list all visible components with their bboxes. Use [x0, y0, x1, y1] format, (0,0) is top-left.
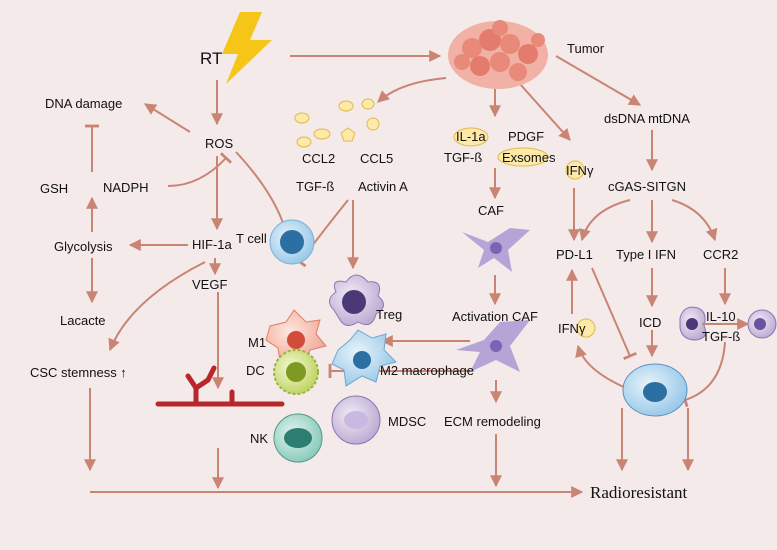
tgfb-right-label: TGF-ß	[702, 329, 741, 344]
cgas-label: cGAS-SITGN	[608, 179, 687, 194]
mdsc-label: MDSC	[388, 414, 427, 429]
blood-vessel-icon	[155, 365, 285, 407]
csc-label: CSC stemness ↑	[30, 365, 127, 380]
mdsc-cell-icon	[331, 395, 381, 445]
il10-label: IL-10	[706, 309, 736, 324]
treg-label: Treg	[376, 307, 403, 322]
arrow-tumor-chemokines	[377, 77, 447, 103]
chemokine-particles	[294, 98, 380, 148]
tgfb-mid-label: TGF-ß	[444, 150, 483, 165]
arrow-ros-dna	[143, 103, 191, 133]
dna-damage-label: DNA damage	[45, 96, 123, 111]
arrows	[84, 50, 731, 498]
tcell-label: T cell	[236, 231, 267, 246]
tcell-icon	[269, 219, 315, 265]
arrow-tumor-ifng	[519, 83, 571, 141]
dc-cell-icon	[273, 349, 319, 395]
lacacte-label: Lacacte	[60, 313, 106, 328]
m1-label: M1	[248, 335, 267, 350]
nk-label: NK	[250, 431, 269, 446]
ecm-label: ECM remodeling	[444, 414, 541, 429]
ccl5-label: CCL5	[360, 151, 394, 166]
m2-macrophage-icon	[331, 329, 397, 387]
caf-label: CAF	[478, 203, 504, 218]
ifng-ovals	[453, 127, 596, 338]
ifng-top-label: IFNγ	[566, 163, 594, 178]
vegf-label: VEGF	[192, 277, 228, 292]
arrow-cgas-ccr2	[671, 199, 718, 242]
gsh-label: GSH	[40, 181, 69, 196]
nadph-label: NADPH	[103, 180, 149, 195]
ros-label: ROS	[205, 136, 234, 151]
tumor-label: Tumor	[567, 41, 605, 56]
activin-label: Activin A	[358, 179, 408, 194]
pdl1-label: PD-L1	[556, 247, 593, 262]
tumor-cell-icon	[622, 363, 688, 417]
arrow-tumorcell-ifng	[575, 344, 627, 389]
ccl2-label: CCL2	[302, 151, 336, 166]
icd-label: ICD	[639, 315, 662, 330]
m1-macrophage-icon	[265, 309, 327, 365]
caf-cell-icon	[462, 228, 530, 272]
tgfb-left-label: TGF-ß	[296, 179, 335, 194]
inhibit-il10-tumorcell	[681, 341, 726, 408]
il10-cell-left-icon	[679, 306, 707, 341]
radioresistant-label: Radioresistant	[590, 483, 688, 502]
il10-cell-right-icon	[747, 309, 777, 339]
tumor-icon	[448, 20, 548, 89]
immune-cells	[265, 219, 777, 463]
nk-cell-icon	[273, 413, 323, 463]
treg-icon	[329, 274, 384, 326]
type1ifn-label: Type I IFN	[616, 247, 676, 262]
inhibit-pdl1-tumorcell	[591, 267, 637, 361]
m2-label: M2 macrophage	[380, 363, 474, 378]
dsdna-label: dsDNA mtDNA	[604, 111, 690, 126]
arrow-hif-csc	[108, 261, 206, 352]
arrow-cgas-pdl1	[578, 199, 631, 242]
exsomes-label: Exsomes	[502, 150, 556, 165]
activation-caf-label: Activation CAF	[452, 309, 538, 324]
pdgf-label: PDGF	[508, 129, 545, 144]
inhibit-nadph-ros	[167, 152, 233, 187]
hif-label: HIF-1a	[192, 237, 232, 252]
glycolysis-label: Glycolysis	[54, 239, 113, 254]
ccr2-label: CCR2	[703, 247, 739, 262]
dc-label: DC	[246, 363, 265, 378]
ifng-mid-label: IFNγ	[558, 321, 586, 336]
arrow-tumor-dsdna	[555, 55, 642, 106]
activation-caf-icon	[456, 320, 530, 372]
il1a-label: IL-1a	[456, 129, 486, 144]
rt-label: RT	[200, 49, 223, 68]
lightning-bolt-icon	[222, 12, 272, 84]
